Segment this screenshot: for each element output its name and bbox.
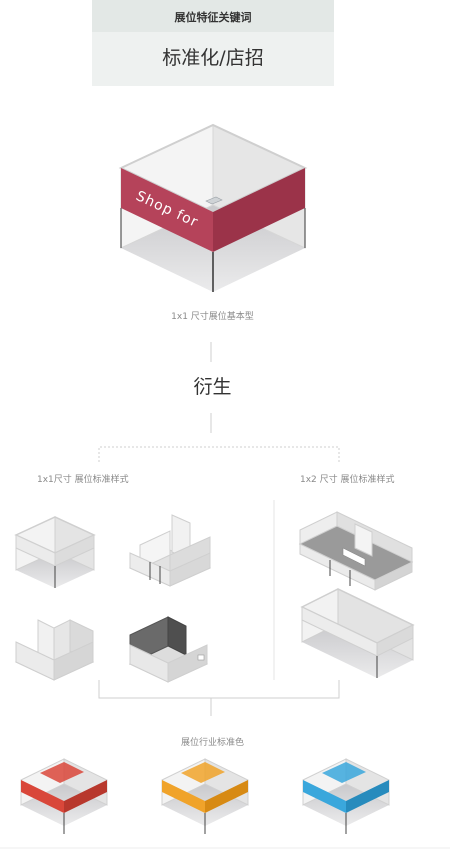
keyword-value: 标准化/店招: [162, 47, 264, 69]
keyword-box-header: [92, 0, 334, 32]
booth-variant-1x2-b: [300, 588, 415, 678]
branch-lines: [98, 446, 340, 462]
booth-variant-1x1-a: [14, 516, 96, 588]
right-branch-caption: 1x2 尺寸 展位标准样式: [300, 475, 395, 485]
hero-caption: 1x1 尺寸展位基本型: [171, 312, 254, 322]
booth-variant-1x1-b: [128, 514, 212, 587]
booth-variant-1x2-a: [298, 511, 414, 591]
color-booth-orange: [161, 758, 249, 834]
left-branch-caption: 1x1尺寸 展位标准样式: [37, 475, 129, 485]
fascia-side: [213, 168, 305, 252]
industry-caption: 展位行业标准色: [180, 738, 244, 748]
color-booth-blue: [302, 758, 390, 834]
fascia-front: [121, 168, 213, 252]
booth-variant-1x1-c: [14, 619, 95, 681]
derive-label: 衍生: [193, 376, 232, 398]
keyword-title: 展位特征关键词: [174, 11, 252, 24]
merge-lines: [98, 680, 340, 716]
booth-variant-1x1-d: [128, 616, 209, 683]
color-booth-red: [20, 758, 108, 834]
hero-booth: Shop for: [118, 123, 308, 292]
